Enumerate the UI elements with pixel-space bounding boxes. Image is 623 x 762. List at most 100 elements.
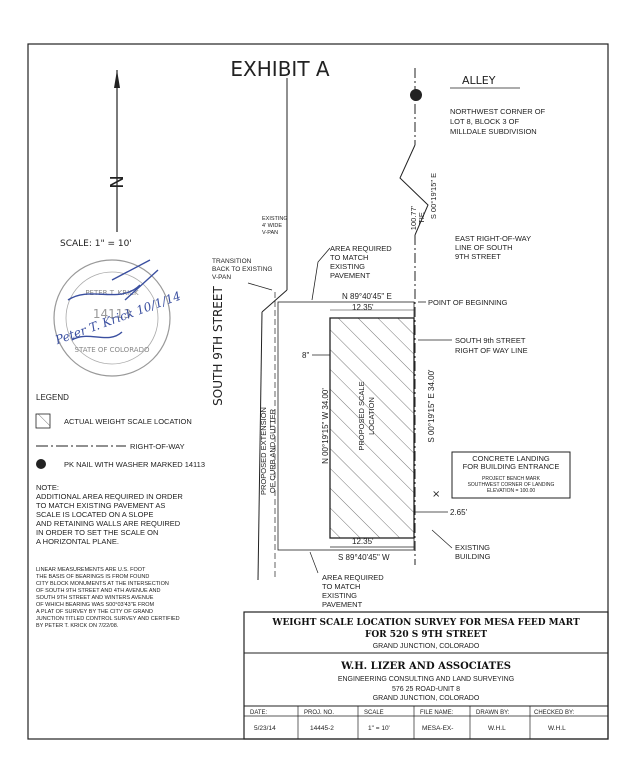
hdr-scale: SCALE xyxy=(364,710,384,716)
svg-text:ACTUAL WEIGHT SCALE LOCATION: ACTUAL WEIGHT SCALE LOCATION xyxy=(64,417,192,426)
area-required-bottom: AREA REQUIRED xyxy=(322,573,384,582)
company-address1: 576 25 ROAD-UNIT 8 xyxy=(392,686,460,693)
svg-text:4' WIDE: 4' WIDE xyxy=(262,223,282,229)
svg-text:RIGHT OF WAY LINE: RIGHT OF WAY LINE xyxy=(455,346,528,355)
title-block: WEIGHT SCALE LOCATION SURVEY FOR MESA FE… xyxy=(243,611,609,740)
title-line3: GRAND JUNCTION, COLORADO xyxy=(373,643,480,650)
company-services: ENGINEERING CONSULTING AND LAND SURVEYIN… xyxy=(338,676,514,683)
svg-text:LOT 8, BLOCK 3 OF: LOT 8, BLOCK 3 OF xyxy=(450,117,519,126)
svg-text:PETER T. KRICK: PETER T. KRICK xyxy=(85,289,139,297)
tie-bearing: S 00°19'15" E xyxy=(429,173,438,219)
svg-text:JUNCTION TITLED CONTROL SURVEY: JUNCTION TITLED CONTROL SURVEY AND CERTI… xyxy=(36,616,180,622)
svg-text:MILLDALE SUBDIVISION: MILLDALE SUBDIVISION xyxy=(450,127,537,136)
existing-building-label: EXISTING xyxy=(455,543,490,552)
dist-top: 12.35' xyxy=(352,303,374,312)
title-line2: FOR 520 S 9TH STREET xyxy=(365,630,487,640)
svg-text:NOTE:: NOTE: xyxy=(36,483,59,492)
svg-text:OF SOUTH 9TH STREET AND 4TH AV: OF SOUTH 9TH STREET AND 4TH AVENUE AND xyxy=(36,588,161,594)
dim-265: 2.65' xyxy=(450,508,468,517)
val-proj: 14445-2 xyxy=(310,725,334,732)
svg-text:ADDITIONAL AREA REQUIRED IN OR: ADDITIONAL AREA REQUIRED IN ORDER xyxy=(36,492,183,501)
svg-text:BUILDING: BUILDING xyxy=(455,552,491,561)
south-row-label: SOUTH 9th STREET xyxy=(455,336,526,345)
svg-text:SOUTH 9TH STREET AND WINTERS A: SOUTH 9TH STREET AND WINTERS AVENUE xyxy=(36,595,154,601)
svg-text:IN ORDER TO SET THE SCALE ON: IN ORDER TO SET THE SCALE ON xyxy=(36,528,158,537)
svg-text:9TH STREET: 9TH STREET xyxy=(455,252,501,261)
north-arrow-label: N xyxy=(107,175,128,188)
legend-title: LEGEND xyxy=(36,393,69,402)
nw-corner-label: NORTHWEST CORNER OF xyxy=(450,107,546,116)
surveyor-seal: PETER T. KRICK 14113 STATE OF COLORADO P… xyxy=(52,259,183,377)
svg-text:OF CURB AND GUTTER: OF CURB AND GUTTER xyxy=(268,408,277,493)
existing-vpan-label: EXISTING xyxy=(262,216,288,222)
basis-of-bearings: LINEAR MEASUREMENTS ARE U.S. FOOT THE BA… xyxy=(36,567,180,629)
hdr-date: DATE: xyxy=(250,710,268,716)
hdr-checked: CHECKED BY: xyxy=(534,710,575,716)
val-scale: 1" = 10' xyxy=(368,725,390,732)
pk-nail-marker xyxy=(410,89,422,101)
svg-text:SOUTHWEST CORNER OF LANDING: SOUTHWEST CORNER OF LANDING xyxy=(468,482,555,488)
svg-text:TO MATCH: TO MATCH xyxy=(322,582,360,591)
tie-distance: 100.77' xyxy=(409,205,418,230)
svg-text:CITY BLOCK MONUMENTS AT THE IN: CITY BLOCK MONUMENTS AT THE INTERSECTION xyxy=(36,581,169,587)
hdr-file: FILE NAME: xyxy=(420,710,454,716)
svg-text:PAVEMENT: PAVEMENT xyxy=(322,600,363,609)
svg-text:STATE OF COLORADO: STATE OF COLORADO xyxy=(75,346,150,354)
svg-text:BACK TO EXISTING: BACK TO EXISTING xyxy=(212,266,272,273)
svg-text:A PLAT OF SURVEY BY THE CITY O: A PLAT OF SURVEY BY THE CITY OF GRAND xyxy=(36,609,153,615)
concrete-landing xyxy=(451,451,571,499)
bearing-bottom: S 89°40'45" W xyxy=(338,553,390,562)
weight-scale-location xyxy=(329,317,415,539)
svg-text:THE BASIS OF BEARINGS IS FROM: THE BASIS OF BEARINGS IS FROM FOUND xyxy=(36,574,149,580)
company-name: W.H. LIZER AND ASSOCIATES xyxy=(340,661,511,672)
area-required-top: AREA REQUIRED xyxy=(330,244,392,253)
bearing-left: N 00°19'15" W 34.00' xyxy=(321,388,330,464)
svg-text:A HORIZONTAL PLANE.: A HORIZONTAL PLANE. xyxy=(36,537,119,546)
svg-text:PK NAIL WITH WASHER MARKED 141: PK NAIL WITH WASHER MARKED 14113 xyxy=(64,460,205,469)
svg-text:OF WHICH BEARING WAS S00°03'43: OF WHICH BEARING WAS S00°03'43"E FROM xyxy=(36,602,154,608)
svg-text:EXISTING: EXISTING xyxy=(322,591,357,600)
concrete-landing-label: CONCRETE LANDING xyxy=(472,454,550,463)
bearing-top: N 89°40'45" E xyxy=(342,292,392,301)
point-of-beginning: POINT OF BEGINNING xyxy=(428,298,508,307)
title-line1: WEIGHT SCALE LOCATION SURVEY FOR MESA FE… xyxy=(271,618,580,628)
bearing-right: S 00°19'15" E 34.00' xyxy=(427,369,436,443)
hdr-drawn: DRAWN BY: xyxy=(476,710,510,716)
tie-label: TIE xyxy=(417,212,426,224)
note-block: NOTE: ADDITIONAL AREA REQUIRED IN ORDER … xyxy=(36,483,183,546)
legend-item-pk-nail: PK NAIL WITH WASHER MARKED 14113 xyxy=(36,459,205,469)
street-label: SOUTH 9TH STREET xyxy=(211,286,225,406)
curb-label: PROPOSED EXTENSION xyxy=(259,407,268,495)
east-row-line xyxy=(399,68,429,565)
svg-text:RIGHT-OF-WAY: RIGHT-OF-WAY xyxy=(130,442,185,451)
exhibit-title: EXHIBIT A xyxy=(230,57,329,81)
svg-text:BY PETER T. KRICK ON 7/22/08.: BY PETER T. KRICK ON 7/22/08. xyxy=(36,623,119,629)
svg-text:EXISTING: EXISTING xyxy=(330,262,365,271)
svg-text:AND RETAINING WALLS ARE REQUIR: AND RETAINING WALLS ARE REQUIRED xyxy=(36,519,181,528)
val-checked: W.H.L xyxy=(548,725,566,732)
svg-text:14113: 14113 xyxy=(93,307,131,321)
dist-bottom: 12.35' xyxy=(352,537,374,546)
svg-text:LINE OF SOUTH: LINE OF SOUTH xyxy=(455,243,513,252)
curb-line xyxy=(257,311,263,581)
val-file: MESA-EX- xyxy=(422,725,453,732)
hdr-proj: PROJ. NO. xyxy=(304,710,334,716)
svg-text:LOCATION: LOCATION xyxy=(367,397,376,435)
bench-mark-x: × xyxy=(432,489,440,500)
east-row-label: EAST RIGHT-OF-WAY xyxy=(455,234,531,243)
alley-label: ALLEY xyxy=(462,74,496,87)
bench-mark-label: PROJECT BENCH MARK xyxy=(482,476,541,482)
legend-item-row: RIGHT-OF-WAY xyxy=(36,442,185,451)
legend-item-scale: ACTUAL WEIGHT SCALE LOCATION xyxy=(35,413,192,429)
svg-text:ELEVATION = 100.00: ELEVATION = 100.00 xyxy=(487,488,536,494)
val-drawn: W.H.L xyxy=(488,725,506,732)
company-address2: GRAND JUNCTION, COLORADO xyxy=(373,695,480,702)
val-date: 5/23/14 xyxy=(254,725,276,732)
svg-text:TO MATCH EXISTING PAVEMENT AS: TO MATCH EXISTING PAVEMENT AS xyxy=(36,501,165,510)
svg-text:V-PAN: V-PAN xyxy=(262,230,278,236)
eight-inch-dim: 8" xyxy=(302,351,309,360)
svg-text:PAVEMENT: PAVEMENT xyxy=(330,271,371,280)
transition-label: TRANSITION xyxy=(212,258,252,265)
scale-location-label: PROPOSED SCALE xyxy=(357,381,366,450)
